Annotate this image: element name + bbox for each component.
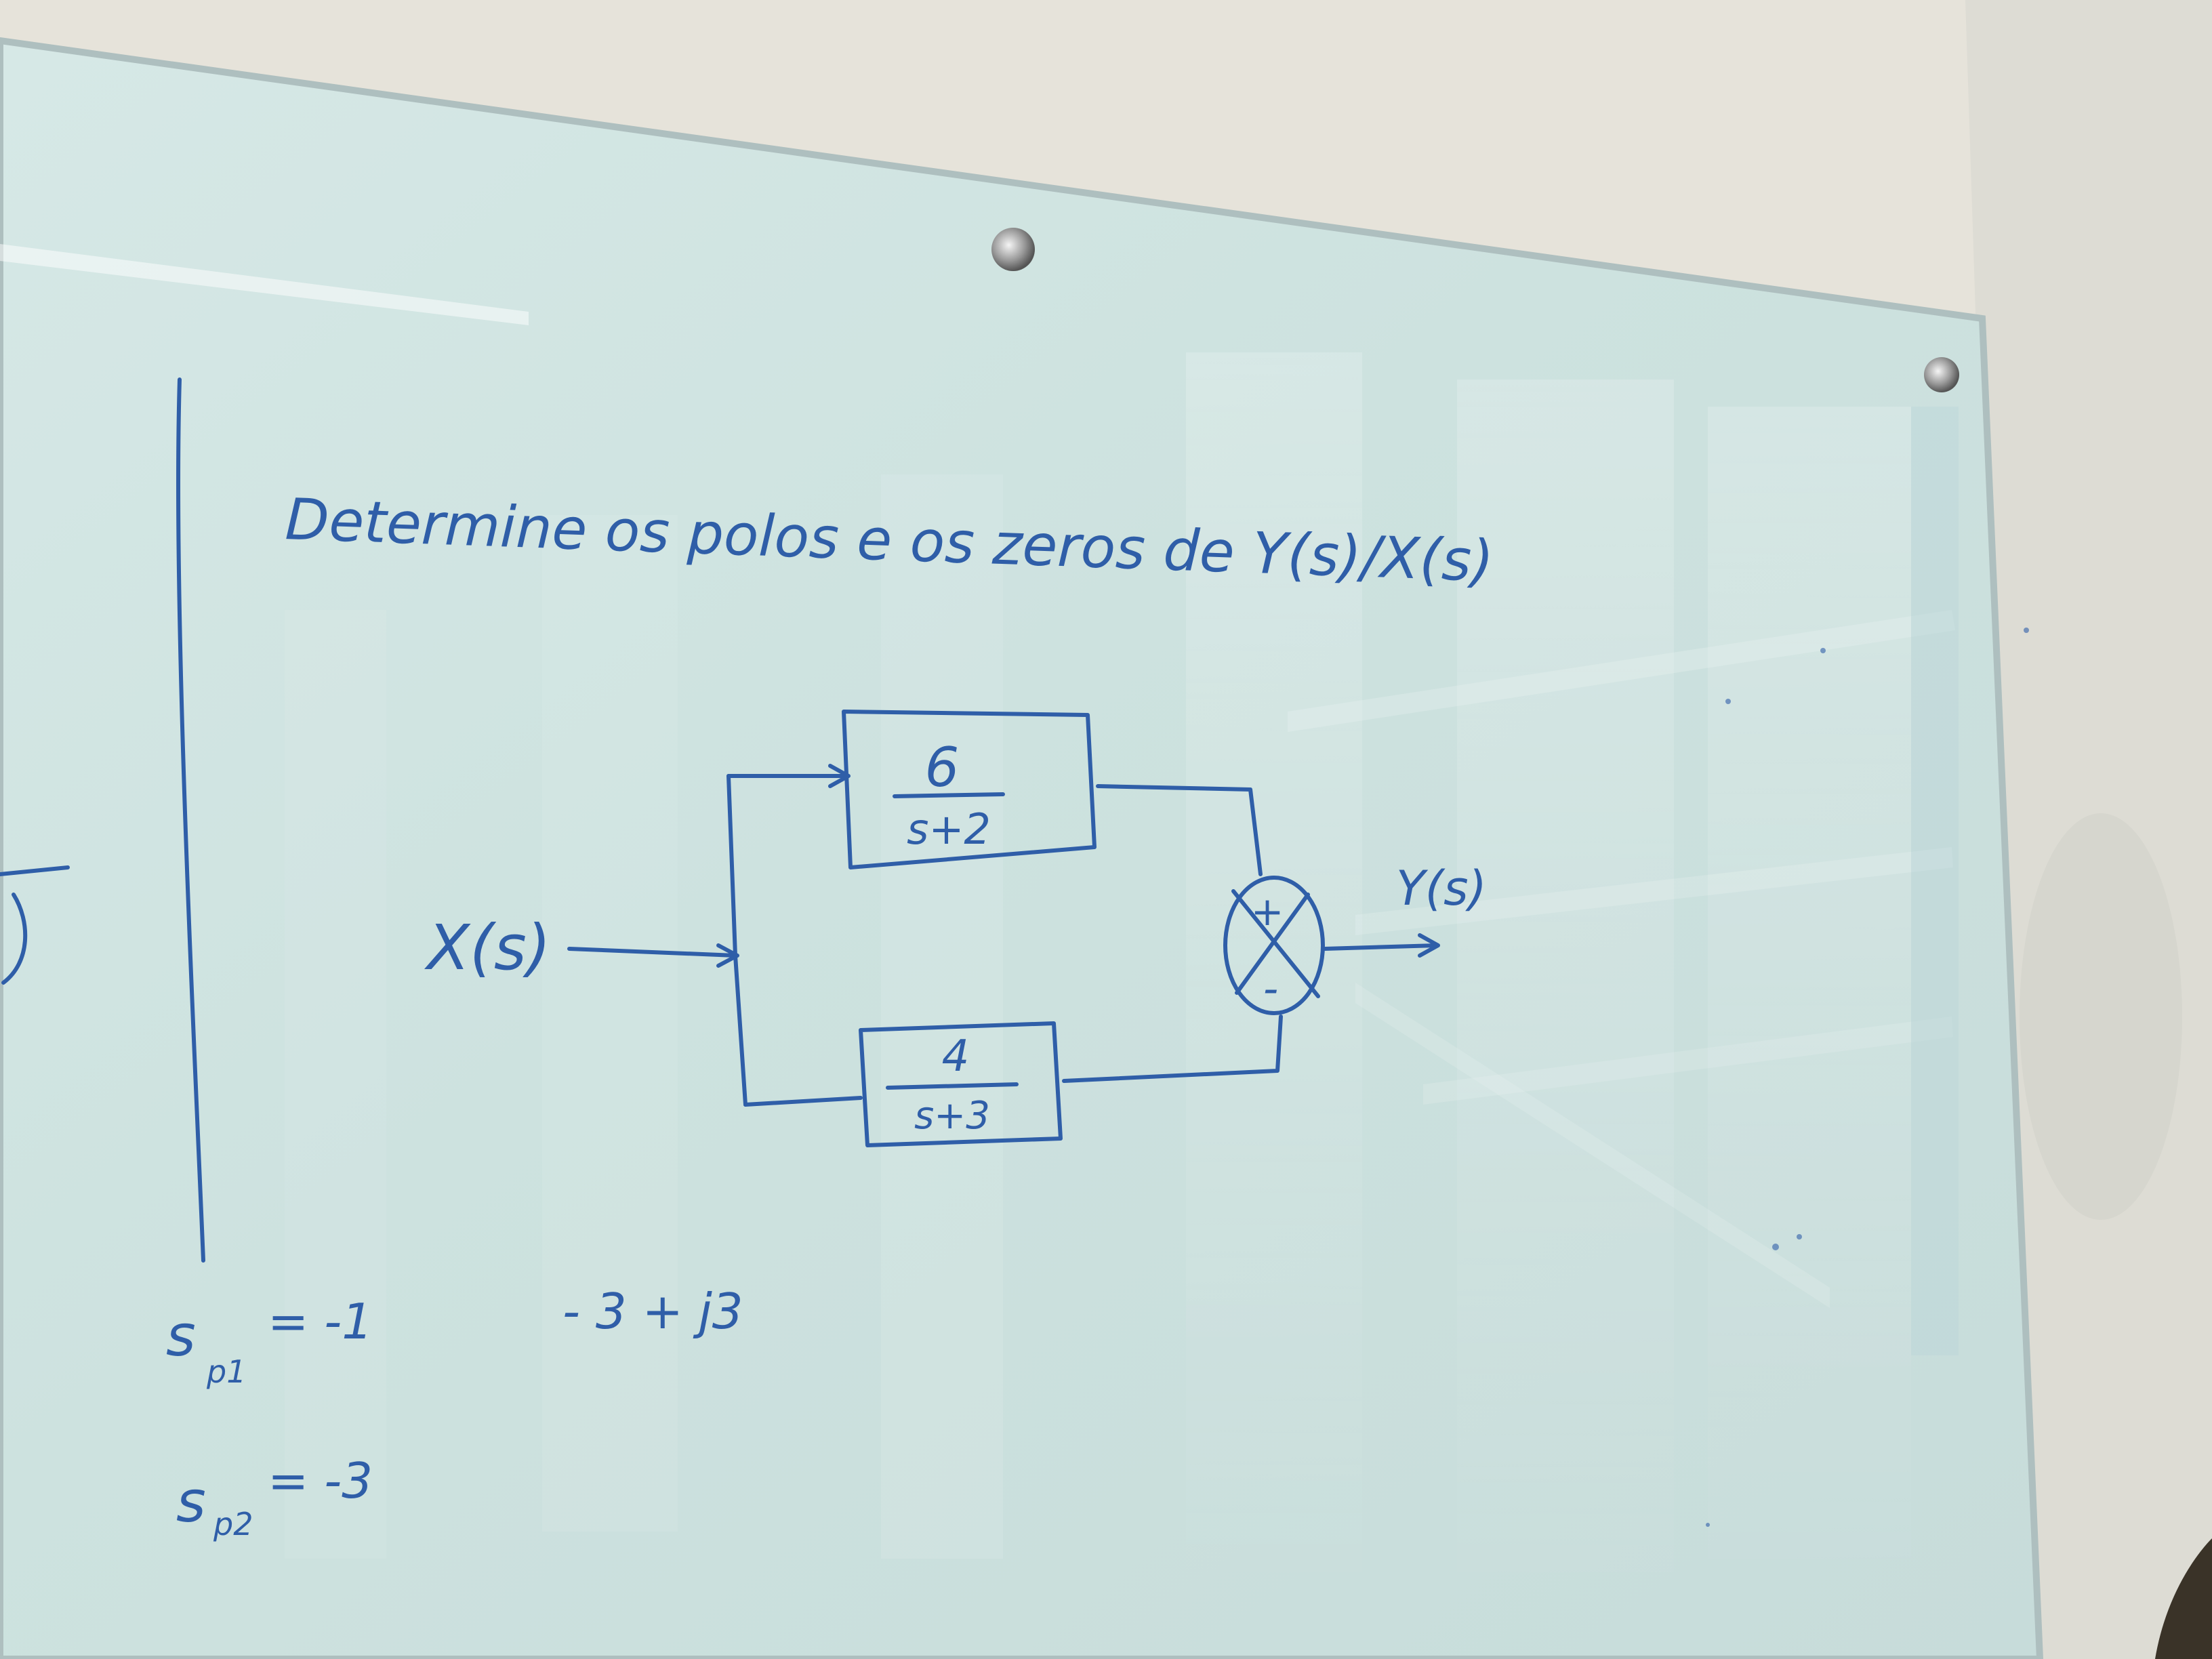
bottom-branch-wire <box>743 1096 863 1107</box>
output-signal-label: Y(s) <box>1396 861 1487 916</box>
window-reflections <box>0 244 1959 1572</box>
note-extra: - 3 + j3 <box>562 1283 743 1340</box>
note-pole1-symbol: s <box>166 1303 196 1369</box>
note-pole2-symbol: s <box>176 1469 206 1535</box>
branch-line <box>726 774 747 1107</box>
note-pole1-value: = -1 <box>268 1293 373 1350</box>
board-specks <box>1706 628 2029 1527</box>
note-pole2-subscript: p2 <box>213 1506 253 1542</box>
note-pole1-subscript: p1 <box>206 1353 246 1390</box>
top-transfer-block <box>842 710 1097 869</box>
mounting-screw-icon <box>1924 357 1959 392</box>
summer-minus-sign: - <box>1263 964 1278 1013</box>
bottom-output-wire <box>1062 1015 1283 1083</box>
note-pole2-value: = -3 <box>268 1452 373 1509</box>
output-arrow <box>1323 943 1439 951</box>
summer-plus-sign: + <box>1251 888 1284 935</box>
top-block-numerator: 6 <box>925 736 960 799</box>
top-output-wire <box>1096 784 1263 876</box>
bottom-block-numerator: 4 <box>942 1031 970 1082</box>
input-signal-label: X(s) <box>424 912 551 984</box>
summing-junction <box>1223 876 1325 1015</box>
bottom-transfer-block <box>859 1021 1063 1147</box>
top-block-denominator: s+2 <box>907 804 991 854</box>
margin-line <box>176 377 205 1263</box>
bottom-block-denominator: s+3 <box>914 1094 990 1138</box>
mounting-screw-icon <box>991 228 1035 271</box>
input-arrow <box>567 947 737 958</box>
dark-object-corner <box>2155 1538 2212 1659</box>
